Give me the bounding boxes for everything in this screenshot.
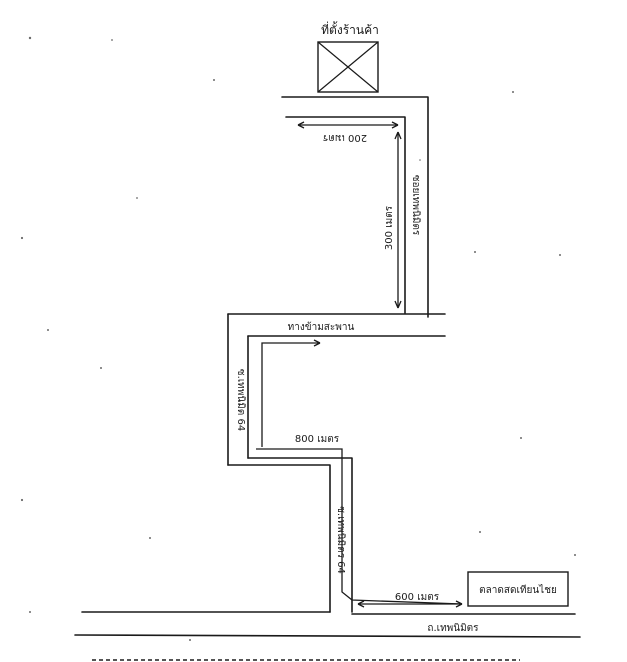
distance-arrow-300: 300 เมตร	[384, 131, 402, 309]
distance-arrow-200: 200 เมตร	[297, 121, 399, 143]
distance-arrow-600: 600 เมตร	[357, 592, 462, 608]
distance-arrow-800: 800 เมตร	[256, 434, 463, 608]
market-label: ตลาดสดเทียนไชย	[479, 584, 557, 596]
site-marker: ที่ตั้งร้านค้า	[317, 21, 379, 93]
main-road	[74, 611, 581, 638]
distance-300-label: 300 เมตร	[384, 205, 395, 250]
crossing-label: ทางข้ามสะพาน	[288, 321, 355, 333]
distance-600-label: 600 เมตร	[395, 592, 440, 603]
cross-road	[227, 313, 446, 466]
route-arrow-cross	[261, 339, 321, 447]
site-label: ที่ตั้งร้านค้า	[321, 21, 379, 37]
middle-road	[227, 457, 353, 613]
top-road	[281, 96, 429, 318]
distance-800-label: 800 เมตร	[295, 434, 340, 445]
soi-upper-label: ซ.เทพนิมิต 64	[235, 369, 246, 431]
main-road-label: ถ.เทพนิมิตร	[427, 623, 479, 634]
soi-lower-label: ซ.เทพนิมิตร 64	[335, 506, 346, 574]
soi-top-label: ซอยเทพนิมิตร	[410, 175, 421, 236]
market-marker: ตลาดสดเทียนไชย	[467, 571, 569, 607]
distance-200-label: 200 เมตร	[322, 132, 367, 143]
scan-noise	[20, 36, 576, 641]
